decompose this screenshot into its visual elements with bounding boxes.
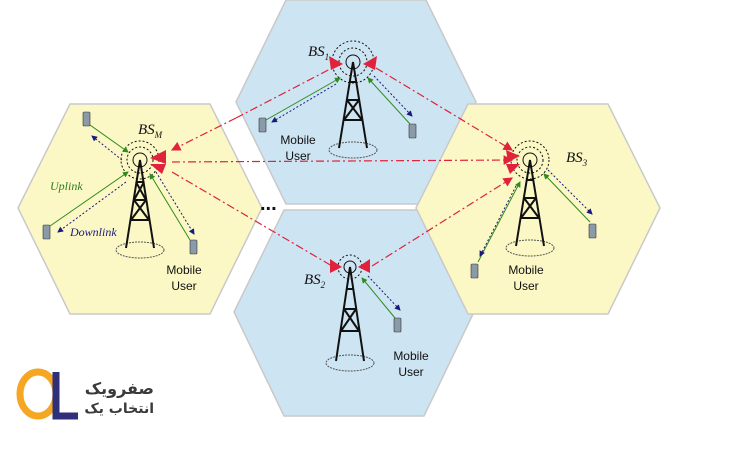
- backhaul-links: [170, 65, 514, 267]
- svg-text:User: User: [285, 149, 310, 163]
- bs-label-3: BS3: [566, 150, 588, 168]
- tower-bs2: [325, 254, 375, 372]
- mobile-user-label-bs1: Mobile User: [280, 133, 316, 163]
- mobile-user-label-bs3: Mobile User: [508, 263, 544, 293]
- mobile-phone-icon: [588, 223, 597, 239]
- mobile-phone-icon: [393, 317, 402, 333]
- uplink-label: Uplink: [50, 179, 83, 193]
- svg-text:User: User: [171, 279, 196, 293]
- brand-logo: صفرویک انتخاب یک: [14, 358, 154, 428]
- tower-bsm: [115, 140, 166, 259]
- downlink-label: Downlink: [69, 225, 117, 239]
- svg-text:Mobile: Mobile: [280, 133, 316, 147]
- mobile-phone-icon: [408, 123, 417, 139]
- bs-label-2: BS2: [304, 272, 326, 290]
- svg-text:User: User: [398, 365, 423, 379]
- mobile-phone-icon: [42, 224, 51, 240]
- logo-text-line1: صفرویک: [84, 379, 154, 398]
- svg-text:Mobile: Mobile: [393, 349, 429, 363]
- cell-bs1: [235, 0, 477, 205]
- ellipsis: ...: [260, 193, 277, 215]
- bs-label-m: BSM: [138, 122, 163, 140]
- svg-text:Mobile: Mobile: [166, 263, 202, 277]
- bs-label-1: BS1: [308, 44, 329, 62]
- tower-bs3: [505, 140, 555, 257]
- tower-bs1: [328, 40, 378, 159]
- svg-text:User: User: [513, 279, 538, 293]
- mobile-phone-icon: [470, 263, 479, 279]
- mobile-phone-icon: [258, 117, 267, 133]
- logo-mark-icon: [16, 368, 78, 420]
- mobile-phone-icons: [42, 111, 597, 333]
- mobile-user-label-bs2: Mobile User: [393, 349, 429, 379]
- svg-text:Mobile: Mobile: [508, 263, 544, 277]
- logo-text-line2: انتخاب یک: [84, 401, 154, 417]
- mobile-phone-icon: [82, 111, 91, 127]
- mobile-phone-icon: [189, 239, 198, 255]
- radio-links: [49, 75, 593, 319]
- mobile-user-label-bsm: Mobile User: [166, 263, 202, 293]
